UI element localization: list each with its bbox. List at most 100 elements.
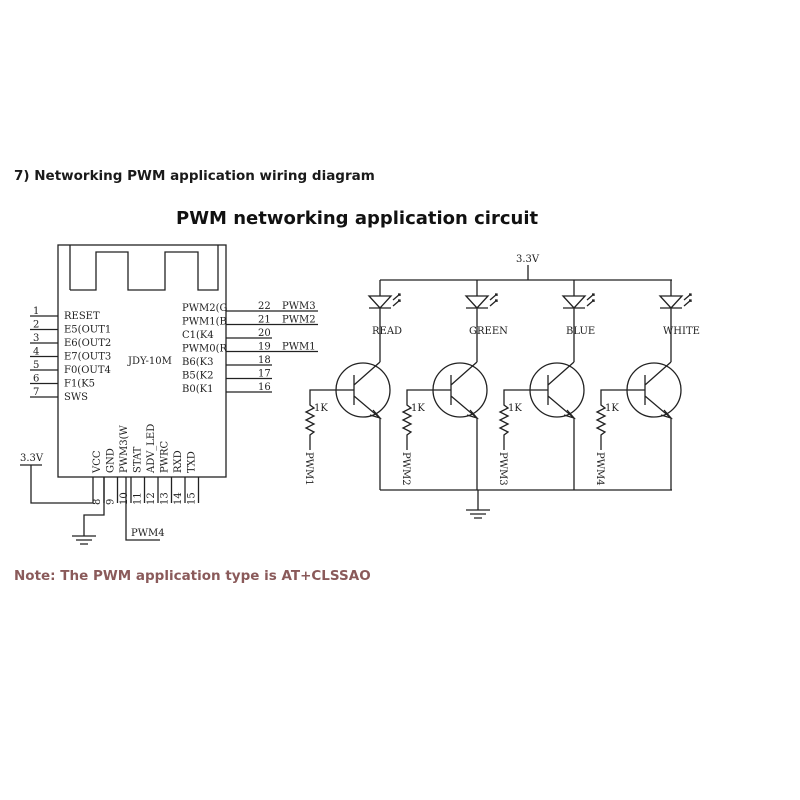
led-channel: GREEN 1K PWM2 [400, 280, 508, 490]
module-pin-number: 7 [33, 387, 39, 398]
transistor-leads [644, 361, 673, 490]
transistor-leads [353, 361, 382, 490]
module-pin-label: F0(OUT4 [64, 365, 111, 376]
module-net-label: PWM2 [282, 315, 316, 326]
module-pin-label: B5(K2 [182, 371, 213, 382]
transistor-leads [547, 361, 576, 490]
led-label: GREEN [469, 326, 508, 337]
module-pin-label: F1(K5 [64, 379, 95, 390]
led-label: BLUE [566, 326, 595, 337]
module-pin-number: 9 [106, 499, 117, 505]
module-pin-label: PWM0(R [182, 344, 228, 355]
module-pin-number: 16 [258, 382, 271, 393]
module-pin-number: 11 [133, 492, 144, 505]
module-pin-number: 21 [258, 315, 271, 326]
module-pin-label: B6(K3 [182, 357, 213, 368]
led-symbol [561, 280, 587, 362]
module-pin-number: 10 [119, 492, 130, 505]
module-ground-symbol [72, 535, 96, 545]
led-label: READ [372, 326, 402, 337]
led-symbol [367, 280, 393, 362]
module-pin-number: 15 [187, 492, 198, 505]
module-pin-number: 4 [33, 347, 39, 358]
module-pin-label: ADV_LED [146, 424, 157, 474]
application-note: Note: The PWM application type is AT+CLS… [14, 568, 371, 584]
module-pin-label: VCC [92, 450, 103, 474]
module-pin-label: E6(OUT2 [64, 338, 111, 349]
module-pin-label: SWS [64, 392, 88, 403]
pwm-input-label: PWM3 [497, 452, 508, 486]
base-resistor [498, 389, 548, 450]
light-arrow-icon [586, 293, 595, 307]
circuit-supply-label: 3.3V [516, 254, 540, 265]
led-channel: READ 1K PWM1 [303, 280, 402, 490]
led-channel: BLUE 1K PWM3 [497, 280, 595, 490]
module-pin-number: 19 [258, 342, 271, 353]
resistor-label: 1K [508, 403, 522, 414]
base-resistor [304, 389, 354, 450]
module-pin-label: PWM2(G [182, 303, 228, 314]
pwm4-label: PWM4 [131, 528, 165, 539]
module-pin-number: 20 [258, 328, 271, 339]
module-pin-number: 22 [258, 301, 271, 312]
module-pin-label: RXD [173, 450, 184, 473]
base-resistor [595, 389, 645, 450]
module-pin-number: 14 [173, 492, 184, 505]
led-label: WHITE [663, 326, 700, 337]
resistor-label: 1K [605, 403, 619, 414]
resistor-label: 1K [314, 403, 328, 414]
led-symbol [464, 280, 490, 362]
module-pin-label: PWRC [160, 440, 171, 473]
module-net-label: PWM3 [282, 301, 316, 312]
led-driver-circuit: 3.3V READ 1K PWM1 GREEN 1K PWM2 BLUE 1K PWM3 WHIT… [303, 254, 700, 519]
module-pin-label: STAT [133, 446, 144, 473]
module-pin-label: GND [106, 448, 117, 473]
module-pin-label: E5(OUT1 [64, 325, 111, 336]
module-pin-number: 12 [146, 492, 157, 505]
module-pin-number: 2 [33, 320, 39, 331]
module-pin-number: 8 [92, 499, 103, 505]
pwm4-wire [125, 477, 160, 541]
module-pin-number: 13 [160, 492, 171, 505]
led-symbol [658, 280, 684, 362]
module-pin-label: E7(OUT3 [64, 352, 111, 363]
pwm-input-label: PWM1 [303, 452, 314, 486]
resistor-label: 1K [411, 403, 425, 414]
circuit-title: PWM networking application circuit [176, 208, 539, 229]
module-pin-label: PWM3(W [119, 424, 130, 473]
pwm-input-label: PWM4 [594, 452, 605, 486]
supply-rail [380, 265, 672, 281]
module-antenna [69, 245, 219, 291]
section-heading: 7) Networking PWM application wiring dia… [14, 168, 375, 184]
module-pin-number: 6 [33, 374, 39, 385]
module-supply-label: 3.3V [20, 453, 44, 464]
module-pin-number: 18 [258, 355, 271, 366]
module-pin-number: 3 [33, 333, 39, 344]
module-pin-label: C1(K4 [182, 330, 214, 341]
module-name: JDY-10M [127, 356, 172, 367]
ground-rail [380, 489, 672, 510]
module-pin-label: TXD [187, 451, 198, 473]
circuit-ground-symbol [466, 509, 490, 519]
channel-group: READ 1K PWM1 GREEN 1K PWM2 BLUE 1K PWM3 WHITE 1K PW… [303, 280, 700, 490]
module-pin-label: RESET [64, 311, 100, 322]
pwm-input-label: PWM2 [400, 452, 411, 486]
light-arrow-icon [489, 293, 498, 307]
vcc-wire [20, 464, 94, 504]
module-pin-number: 1 [33, 306, 39, 317]
module-net-label: PWM1 [282, 342, 316, 353]
module-pin-number: 17 [258, 369, 271, 380]
transistor-leads [450, 361, 479, 490]
module-body [57, 244, 227, 478]
module-pin-label: B0(K1 [182, 384, 213, 395]
gnd-wire [83, 477, 105, 536]
bottom-pin-group: VCC 8 GND 9 PWM3(W 10 STAT 11 ADV_LED 12 PWRC 13 RXD… [92, 424, 200, 505]
led-channel: WHITE 1K PWM4 [594, 280, 700, 490]
base-resistor [401, 389, 451, 450]
light-arrow-icon [683, 293, 692, 307]
module-pin-label: PWM1(B [182, 317, 227, 328]
